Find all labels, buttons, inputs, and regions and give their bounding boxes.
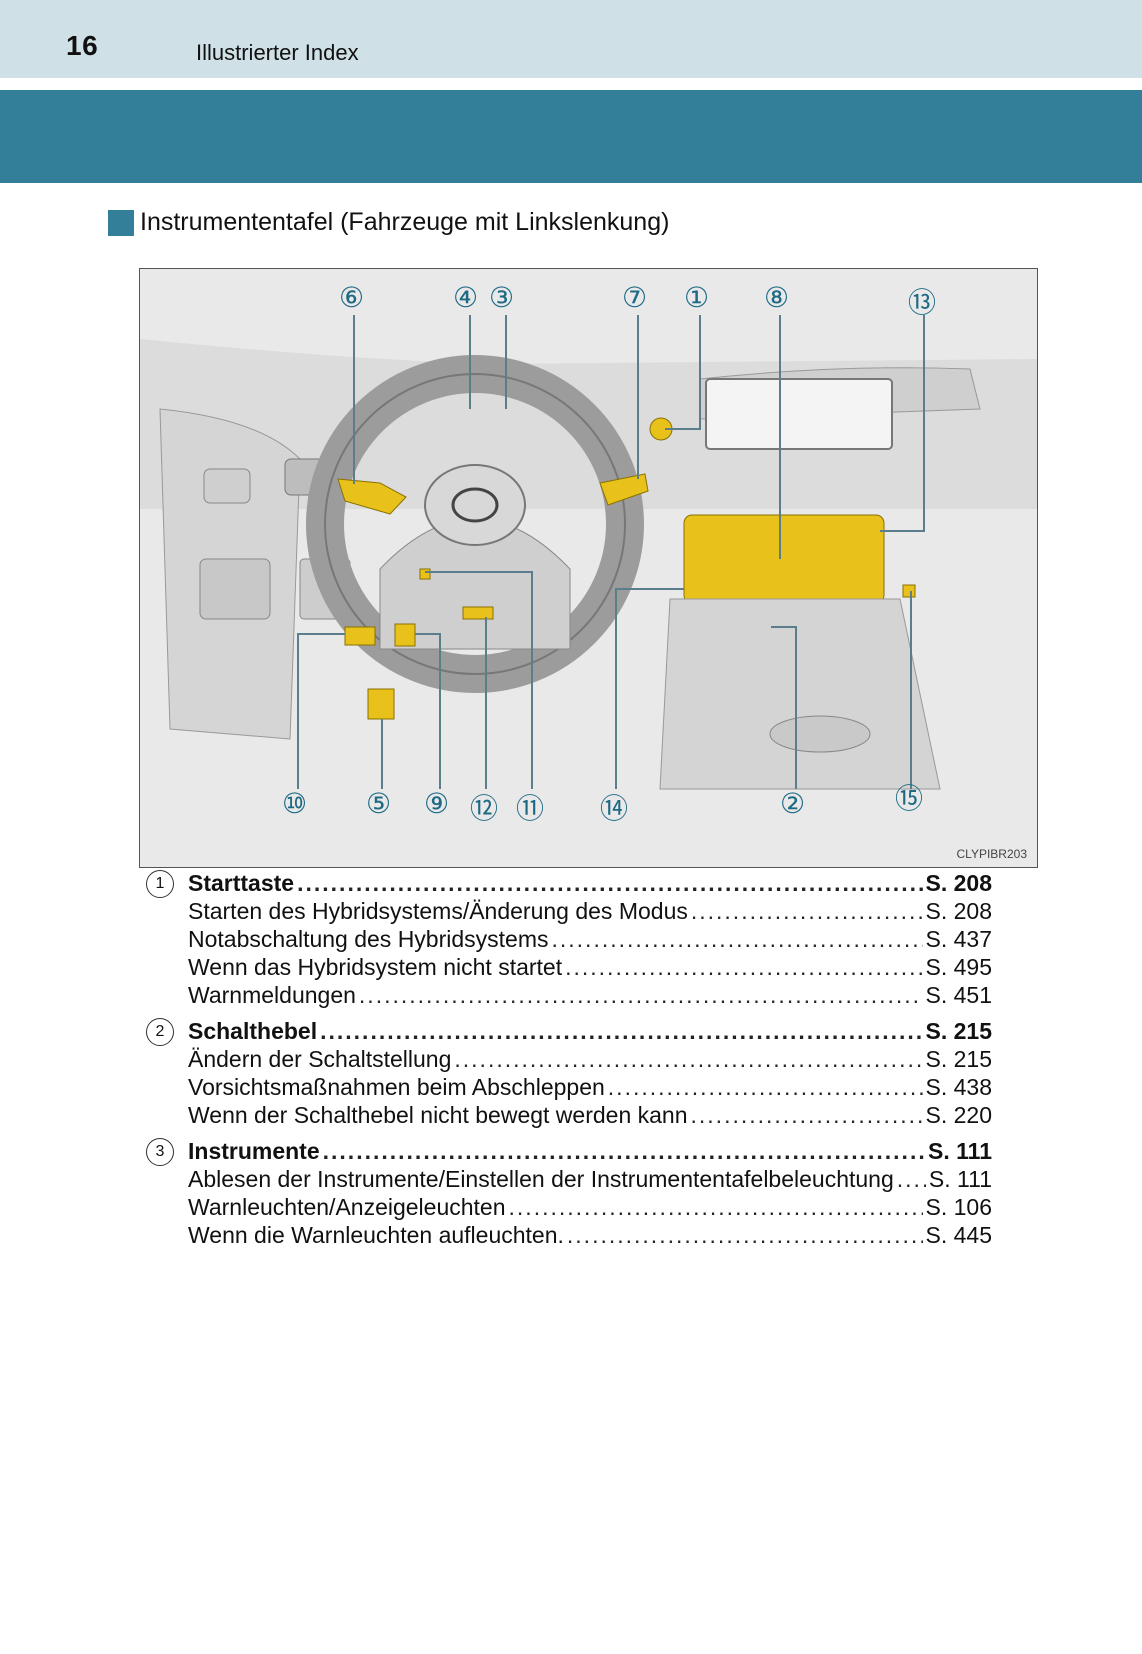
sub-entry: Notabschaltung des Hybridsystems S. 437 <box>146 926 992 954</box>
callout-2: ② <box>780 788 806 819</box>
entry-title: Starttaste <box>188 870 295 896</box>
callout-1: ① <box>684 282 710 313</box>
callout-5: ⑤ <box>366 788 392 819</box>
callout-9: ⑨ <box>424 788 450 819</box>
figure-code: CLYPIBR203 <box>956 847 1027 861</box>
leader-dots <box>454 1046 922 1073</box>
heading-square-icon <box>108 209 134 236</box>
section-title: Illustrierter Index <box>196 40 359 65</box>
callout-6: ⑥ <box>339 282 365 313</box>
header-band <box>0 0 1142 78</box>
sub-entry: Wenn das Hybridsystem nicht startet S. 4… <box>146 954 992 982</box>
callout-8: ⑧ <box>764 282 790 313</box>
leader-dots <box>323 1138 925 1165</box>
entry-title-row: 2 Schalthebel S. 215 <box>146 1018 992 1046</box>
heading-text: Instrumententafel (Fahrzeuge mit Linksle… <box>140 208 670 236</box>
page-ref: S. 111 <box>928 1138 992 1164</box>
leader-dots <box>608 1074 923 1101</box>
sub-entry-text: Warnleuchten/Anzeigeleuchten <box>188 1194 506 1220</box>
index-entry: 1 Starttaste S. 208 Starten des Hybridsy… <box>146 870 992 1010</box>
sub-entry: Warnleuchten/Anzeigeleuchten S. 106 <box>146 1194 992 1222</box>
sub-entry: Starten des Hybridsystems/Änderung des M… <box>146 898 992 926</box>
leader-dots <box>359 982 923 1009</box>
leader-dots <box>552 926 923 953</box>
entry-title-row: 1 Starttaste S. 208 <box>146 870 992 898</box>
sub-entry-text: Wenn die Warnleuchten aufleuchten. <box>188 1222 564 1248</box>
index-entry: 2 Schalthebel S. 215 Ändern der Schaltst… <box>146 1018 992 1130</box>
page-ref: S. 208 <box>925 870 993 896</box>
sub-entry-text: Wenn der Schalthebel nicht bewegt werden… <box>188 1102 688 1128</box>
sub-entry-text: Ablesen der Instrumente/Einstellen der I… <box>188 1166 894 1192</box>
page-ref: S. 111 <box>928 1166 992 1192</box>
callout-11: ⑪ <box>516 793 545 824</box>
leader-dots <box>691 898 923 925</box>
callout-12: ⑫ <box>470 793 499 824</box>
sub-entry-text: Vorsichtsmaßnahmen beim Abschleppen <box>188 1074 605 1100</box>
sub-entry: Wenn der Schalthebel nicht bewegt werden… <box>146 1102 992 1130</box>
entry-title-row: 3 Instrumente S. 111 <box>146 1138 992 1166</box>
sub-entry: Warnmeldungen S. 451 <box>146 982 992 1010</box>
page-ref: S. 215 <box>925 1018 993 1044</box>
entry-title: Schalthebel <box>188 1018 318 1044</box>
callout-13: ⑬ <box>908 287 937 318</box>
page-ref: S. 438 <box>925 1074 993 1100</box>
page-heading: Instrumententafel (Fahrzeuge mit Linksle… <box>108 208 669 237</box>
page-ref: S. 437 <box>925 926 993 952</box>
sub-entry: Ablesen der Instrumente/Einstellen der I… <box>146 1166 992 1194</box>
sub-entry: Vorsichtsmaßnahmen beim Abschleppen S. 4… <box>146 1074 992 1102</box>
leader-dots <box>509 1194 923 1221</box>
leader-dots <box>691 1102 923 1129</box>
page-ref: S. 445 <box>925 1222 993 1248</box>
sub-entry-text: Ändern der Schaltstellung <box>188 1046 452 1072</box>
dashboard-drawing <box>140 315 1037 790</box>
callout-10: ⑩ <box>282 788 308 819</box>
callout-15: ⑮ <box>895 783 924 814</box>
sub-entry-text: Starten des Hybridsystems/Änderung des M… <box>188 898 688 924</box>
sub-entry-text: Notabschaltung des Hybridsystems <box>188 926 549 952</box>
page-ref: S. 451 <box>925 982 993 1008</box>
entry-number: 3 <box>146 1138 174 1166</box>
leader-dots <box>567 1222 923 1249</box>
page-ref: S. 495 <box>925 954 993 980</box>
entry-title: Instrumente <box>188 1138 320 1164</box>
leader-dots <box>897 1166 926 1193</box>
sub-entry: Ändern der Schaltstellung S. 215 <box>146 1046 992 1074</box>
page-ref: S. 220 <box>925 1102 993 1128</box>
callout-3: ③ <box>489 282 515 313</box>
dashboard-illustration: ⑥ ④ ③ ⑦ ① ⑧ ⑬ ⑩ ⑤ ⑨ ⑫ ⑪ ⑭ ② ⑮ CLYPIBR203 <box>139 268 1038 868</box>
page-ref: S. 215 <box>925 1046 993 1072</box>
leader-dots <box>297 870 922 897</box>
callout-7: ⑦ <box>622 282 648 313</box>
index-entry: 3 Instrumente S. 111 Ablesen der Instrum… <box>146 1138 992 1250</box>
chapter-band <box>0 90 1142 183</box>
page-ref: S. 208 <box>925 898 993 924</box>
leader-dots <box>565 954 922 981</box>
leader-dots <box>320 1018 922 1045</box>
callout-4: ④ <box>453 282 479 313</box>
sub-entry-text: Wenn das Hybridsystem nicht startet <box>188 954 563 980</box>
callout-14: ⑭ <box>600 793 629 824</box>
page-ref: S. 106 <box>925 1194 993 1220</box>
entry-number: 1 <box>146 870 174 898</box>
page-number: 16 <box>66 30 99 61</box>
sub-entry: Wenn die Warnleuchten aufleuchten. S. 44… <box>146 1222 992 1250</box>
index-list: 1 Starttaste S. 208 Starten des Hybridsy… <box>146 870 992 1258</box>
sub-entry-text: Warnmeldungen <box>188 982 356 1008</box>
entry-number: 2 <box>146 1018 174 1046</box>
